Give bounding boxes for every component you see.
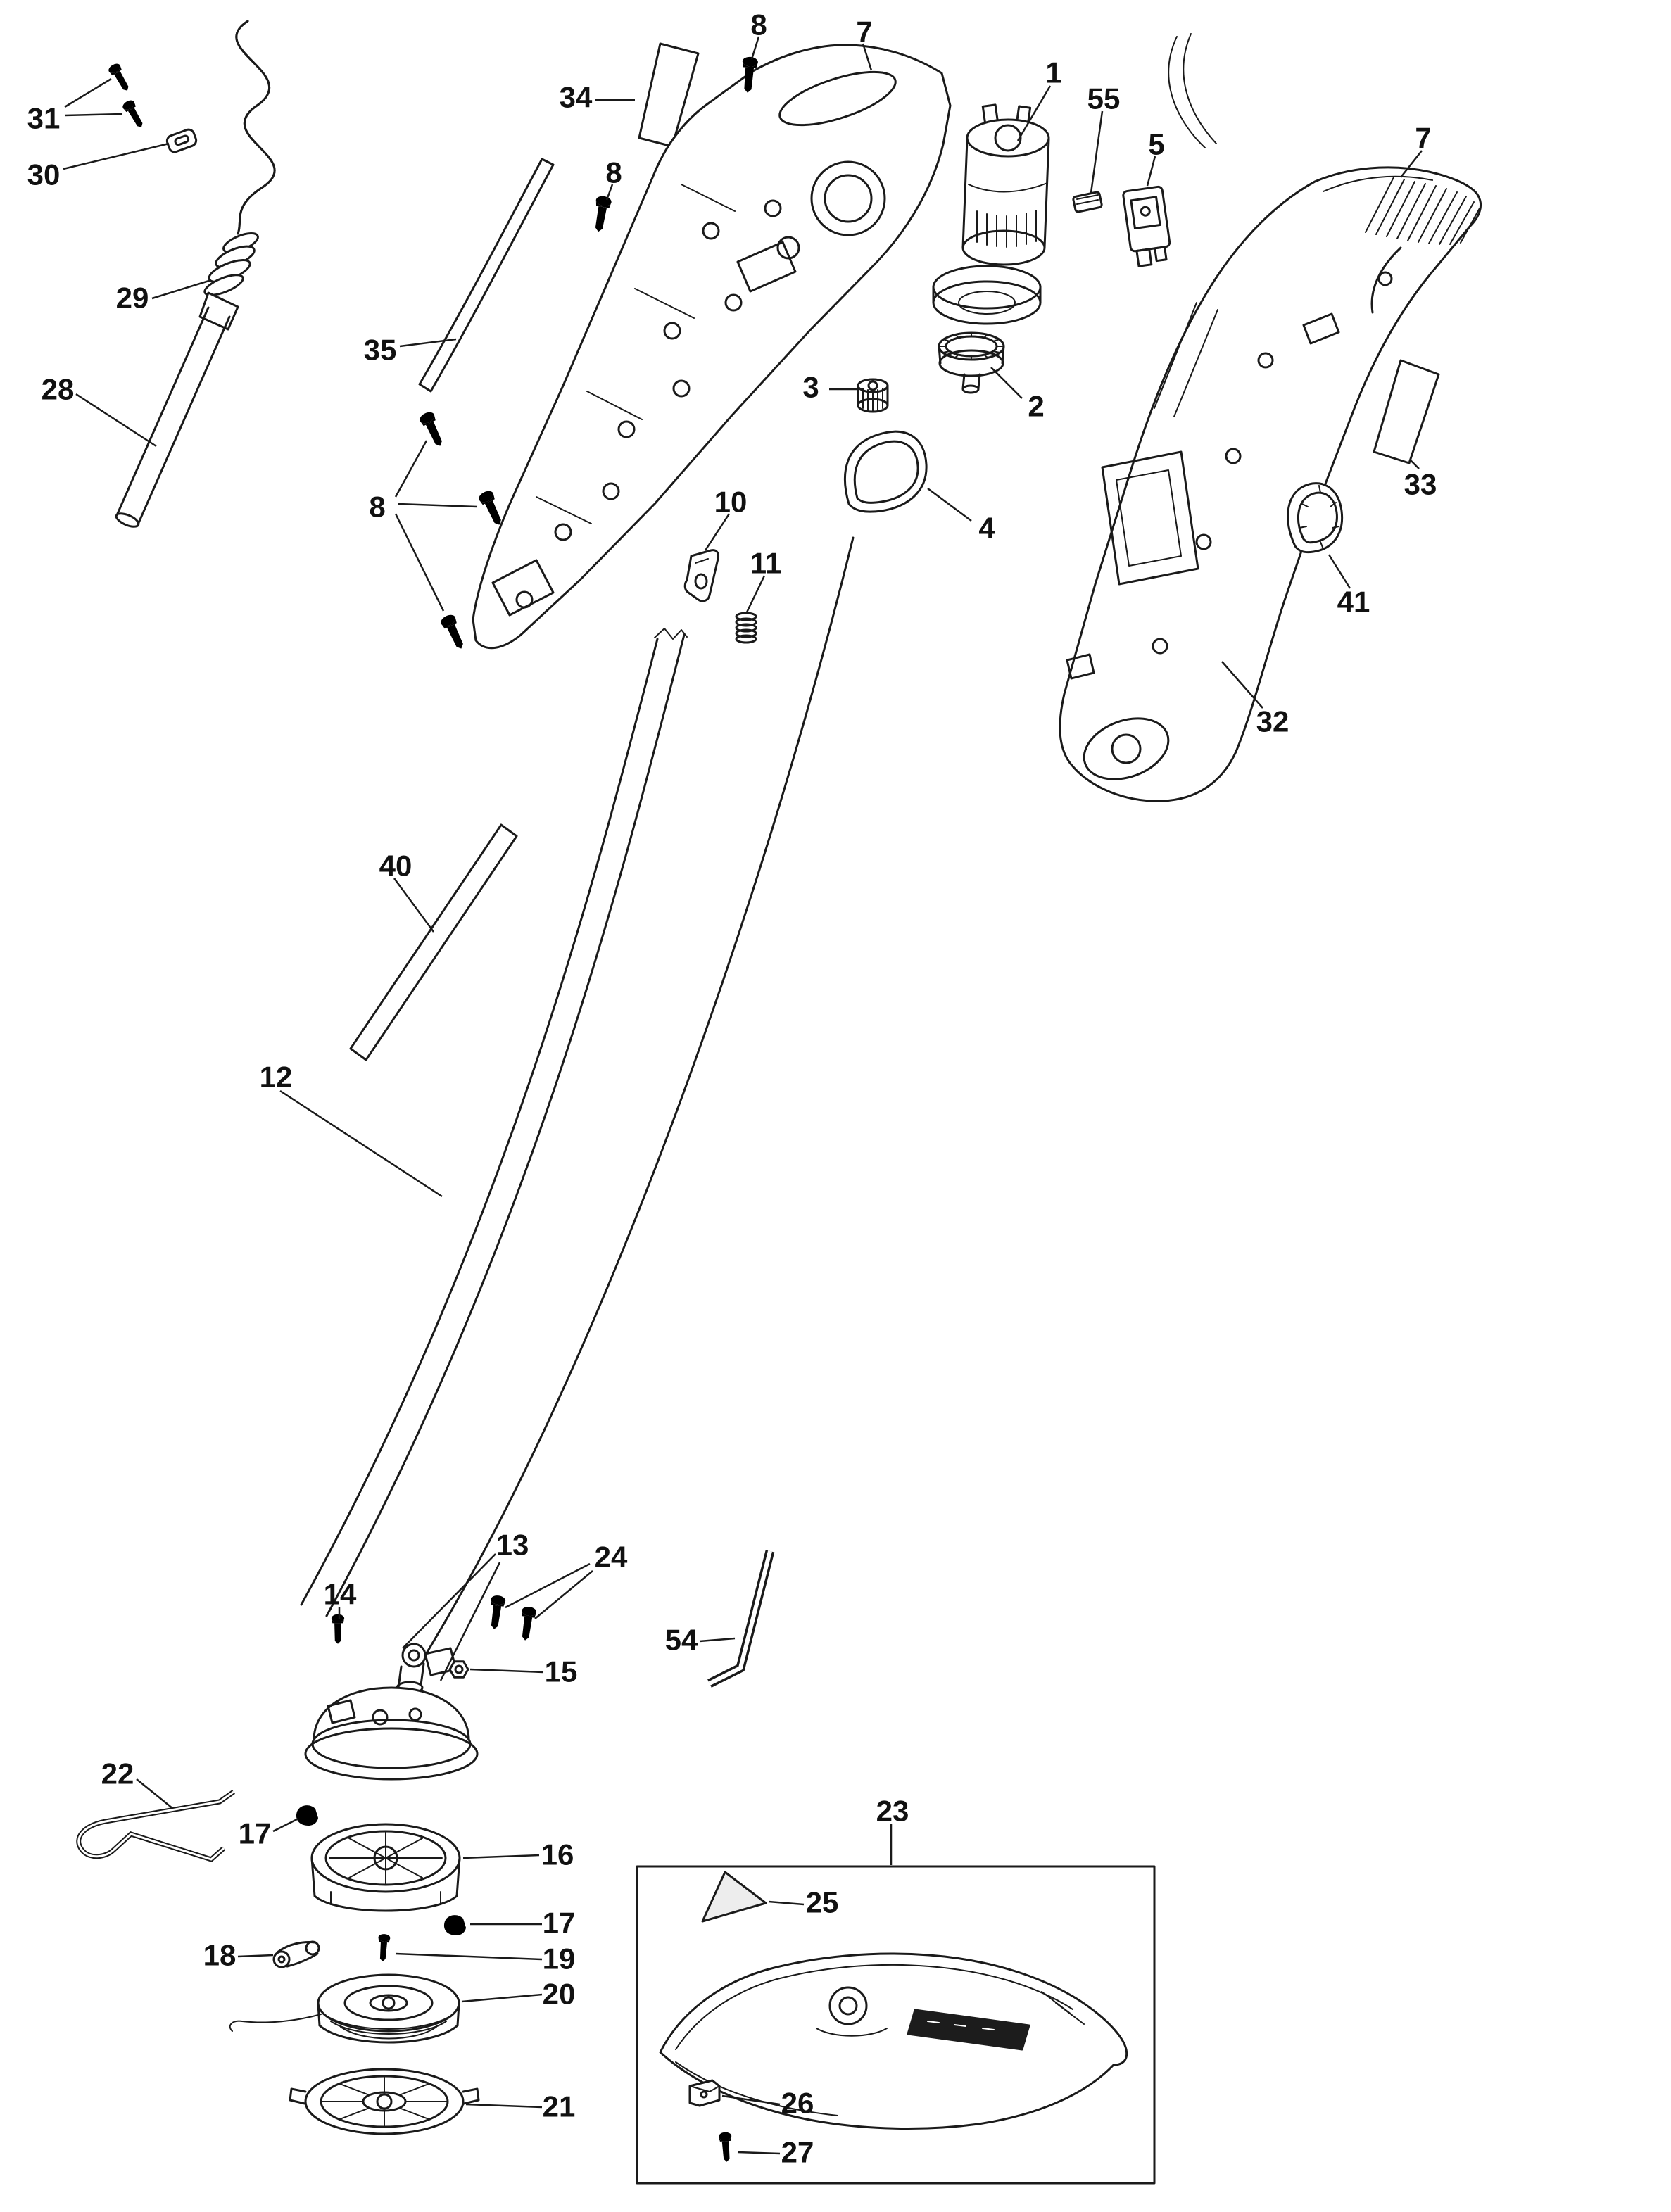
right-housing-half xyxy=(1059,166,1482,802)
callout-17b: 17 xyxy=(543,1907,576,1940)
callout-29: 29 xyxy=(116,282,149,315)
guard-bracket-26 xyxy=(688,2079,721,2107)
callout-35: 35 xyxy=(364,334,397,367)
retaining-clip-17b xyxy=(443,1915,469,1935)
left-housing-half xyxy=(472,44,952,650)
callout-18: 18 xyxy=(203,1939,237,1972)
callout-8-top: 8 xyxy=(750,8,767,42)
callout-25: 25 xyxy=(806,1886,839,1919)
guard-screw-27 xyxy=(718,2132,733,2163)
callout-33: 33 xyxy=(1404,468,1437,501)
spool-screw-19 xyxy=(377,1933,391,1962)
callout-3: 3 xyxy=(802,371,819,404)
callout-20: 20 xyxy=(543,1978,576,2011)
cord-screws xyxy=(107,61,147,131)
callout-labels: 31 30 29 28 34 8 7 1 55 5 7 8 35 3 2 33 … xyxy=(27,8,1437,2169)
drive-gear xyxy=(938,331,1005,394)
guard-kit-box xyxy=(636,1865,1156,2185)
head-housing xyxy=(304,1686,479,1781)
head-screw-14 xyxy=(331,1614,345,1644)
callout-24: 24 xyxy=(595,1541,628,1574)
callout-4: 4 xyxy=(978,512,995,545)
bump-cap-21 xyxy=(289,2068,480,2135)
cord-set-assembly xyxy=(235,20,276,235)
strain-relief-boot xyxy=(198,232,259,331)
bail-spring-22 xyxy=(76,1790,236,1862)
spool-housing-16 xyxy=(310,1823,461,1912)
callout-7-left: 7 xyxy=(856,15,872,49)
inner-drive-cable xyxy=(420,536,855,1664)
motor-assembly xyxy=(932,33,1217,325)
guard xyxy=(659,1952,1128,2130)
callout-15: 15 xyxy=(545,1655,578,1688)
callout-7-right: 7 xyxy=(1415,122,1431,155)
trim-strip-35 xyxy=(418,158,555,393)
callout-13: 13 xyxy=(496,1529,529,1562)
callout-22: 22 xyxy=(101,1757,134,1790)
callout-27: 27 xyxy=(781,2136,814,2169)
callout-32: 32 xyxy=(1256,705,1289,738)
callout-12: 12 xyxy=(260,1061,293,1094)
callout-41: 41 xyxy=(1337,586,1370,619)
latch-lever xyxy=(683,549,719,602)
callout-19: 19 xyxy=(543,1942,576,1976)
triangle-sticker-25 xyxy=(701,1871,767,1923)
shaft-grommet xyxy=(1287,482,1344,554)
label-strip-40 xyxy=(349,823,518,1061)
hex-nut-15 xyxy=(448,1660,469,1679)
terminal-part-55 xyxy=(1072,191,1103,213)
callout-23: 23 xyxy=(876,1795,909,1828)
switch xyxy=(1122,185,1171,267)
callout-10: 10 xyxy=(714,486,748,519)
callout-8-mid: 8 xyxy=(605,156,622,189)
cord-grommet xyxy=(165,128,198,153)
callout-40: 40 xyxy=(379,849,412,883)
callout-14: 14 xyxy=(324,1578,357,1611)
callout-26: 26 xyxy=(781,2087,814,2120)
callout-30: 30 xyxy=(27,158,61,191)
retaining-clip-17a xyxy=(296,1805,322,1826)
callout-11: 11 xyxy=(750,547,781,580)
callout-1: 1 xyxy=(1045,56,1061,89)
lens-cover xyxy=(843,430,928,513)
callout-34: 34 xyxy=(560,81,593,114)
bump-lever-18 xyxy=(272,1940,320,1968)
label-sticker-34 xyxy=(638,42,700,148)
callout-55: 55 xyxy=(1087,82,1121,115)
main-shaft-tube xyxy=(300,628,688,1617)
callout-54: 54 xyxy=(665,1624,698,1657)
pinion-gear xyxy=(857,378,889,413)
coil-spring xyxy=(735,612,757,644)
callout-8-lower: 8 xyxy=(369,491,385,524)
callout-2: 2 xyxy=(1028,390,1044,423)
callout-21: 21 xyxy=(543,2090,576,2123)
callout-16: 16 xyxy=(541,1838,574,1871)
upper-shaft-tube xyxy=(115,306,231,528)
head-screws-24 xyxy=(486,1594,537,1642)
callout-17a: 17 xyxy=(239,1817,272,1850)
line-spool-20 xyxy=(229,1973,460,2044)
callout-28: 28 xyxy=(42,373,75,406)
leader-lines xyxy=(63,36,1423,2155)
callout-31: 31 xyxy=(27,102,61,135)
callout-5: 5 xyxy=(1148,128,1164,161)
label-sticker-33 xyxy=(1373,359,1440,464)
hex-key xyxy=(707,1550,775,1688)
